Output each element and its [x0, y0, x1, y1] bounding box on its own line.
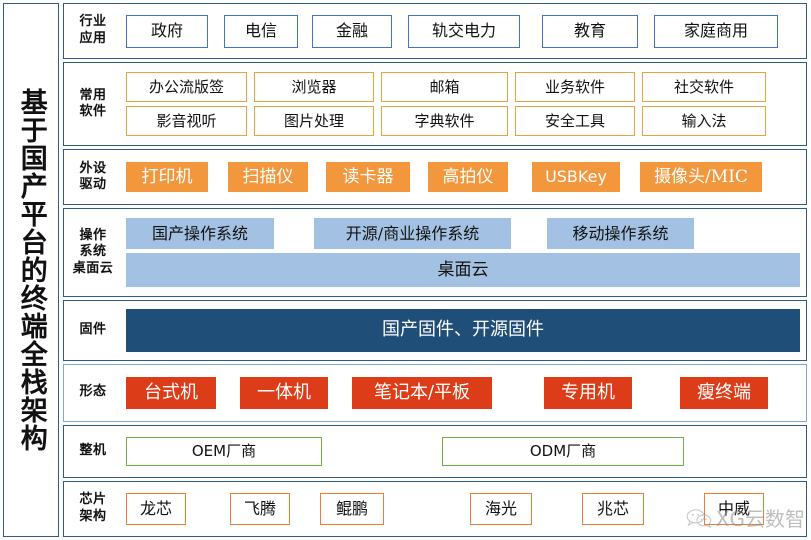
os-item-0[interactable]: 国产操作系统 — [126, 218, 274, 249]
band-body-peripheral: 打印机 扫描仪 读卡器 高拍仪 USBKey 摄像头/MIC — [120, 162, 806, 193]
chip-item-4[interactable]: 兆芯 — [582, 492, 644, 525]
band-form-factor: 形态 台式机 一体机 笔记本/平板 专用机 瘦终端 — [63, 363, 807, 422]
band-body-software: 办公流版签 浏览器 邮箱 业务软件 社交软件 影音视听 图片处理 字典软件 安全… — [120, 72, 806, 137]
software-item-1[interactable]: 浏览器 — [254, 72, 374, 103]
band-row: OEM厂商 ODM厂商 — [120, 436, 800, 466]
band-label-line1: 固件 — [79, 321, 107, 337]
band-row: 国产固件、开源固件 — [120, 308, 800, 352]
form-item-1[interactable]: 一体机 — [240, 376, 328, 409]
band-label-line2: 系统 — [79, 244, 107, 260]
chip-item-2[interactable]: 鲲鹏 — [320, 492, 384, 525]
industry-item-4[interactable]: 教育 — [542, 14, 638, 48]
software-item-8[interactable]: 安全工具 — [515, 106, 635, 137]
software-item-0[interactable]: 办公流版签 — [126, 72, 247, 103]
band-row: 桌面云 — [120, 253, 800, 287]
form-item-0[interactable]: 台式机 — [126, 376, 216, 409]
band-label-peripheral: 外设 驱动 — [64, 161, 120, 194]
band-label-line1: 操作 — [79, 227, 107, 243]
band-label-chip: 芯片 架构 — [64, 492, 120, 525]
band-label-form: 形态 — [64, 384, 120, 401]
band-label-line2: 驱动 — [79, 177, 107, 193]
software-item-5[interactable]: 影音视听 — [126, 106, 247, 137]
band-body-os: 国产操作系统 开源/商业操作系统 移动操作系统 桌面云 — [120, 218, 806, 287]
band-whole-machine: 整机 OEM厂商 ODM厂商 — [63, 424, 807, 478]
software-item-3[interactable]: 业务软件 — [515, 72, 635, 103]
band-row: 政府 电信 金融 轨交电力 教育 家庭商用 — [120, 14, 800, 48]
industry-item-0[interactable]: 政府 — [126, 14, 208, 48]
band-operating-system: 操作 系统 桌面云 国产操作系统 开源/商业操作系统 移动操作系统 桌面云 — [63, 208, 807, 297]
band-label-line1: 外设 — [79, 160, 107, 176]
industry-item-2[interactable]: 金融 — [312, 14, 392, 48]
band-label-line1: 形态 — [79, 384, 107, 400]
peripheral-item-5[interactable]: 摄像头/MIC — [640, 162, 762, 193]
software-item-6[interactable]: 图片处理 — [254, 106, 374, 137]
band-industry-applications: 行业 应用 政府 电信 金融 轨交电力 教育 家庭商用 — [63, 3, 807, 60]
band-firmware: 固件 国产固件、开源固件 — [63, 299, 807, 361]
layer-stack: 行业 应用 政府 电信 金融 轨交电力 教育 家庭商用 常用 软件 — [63, 3, 807, 537]
band-row: 打印机 扫描仪 读卡器 高拍仪 USBKey 摄像头/MIC — [120, 162, 800, 193]
band-label-line2: 软件 — [79, 104, 107, 120]
band-label-line1: 常用 — [79, 87, 107, 103]
band-chip-architecture: 芯片 架构 龙芯 飞腾 鲲鹏 海光 兆芯 中威 — [63, 480, 807, 537]
industry-item-3[interactable]: 轨交电力 — [408, 14, 520, 48]
os-item-2[interactable]: 移动操作系统 — [547, 218, 694, 249]
band-row: 办公流版签 浏览器 邮箱 业务软件 社交软件 — [120, 72, 800, 103]
band-row: 影音视听 图片处理 字典软件 安全工具 输入法 — [120, 106, 800, 137]
industry-item-5[interactable]: 家庭商用 — [654, 14, 778, 48]
band-label-line1: 行业 — [79, 14, 107, 30]
band-label-os: 操作 系统 桌面云 — [64, 228, 120, 278]
band-row: 国产操作系统 开源/商业操作系统 移动操作系统 — [120, 218, 800, 249]
peripheral-item-1[interactable]: 扫描仪 — [228, 162, 308, 193]
band-label-firmware: 固件 — [64, 322, 120, 339]
band-label-industry: 行业 应用 — [64, 14, 120, 47]
whole-machine-item-0[interactable]: OEM厂商 — [126, 436, 322, 466]
band-body-firmware: 国产固件、开源固件 — [120, 308, 806, 352]
form-item-4[interactable]: 瘦终端 — [680, 376, 768, 409]
chip-item-5[interactable]: 中威 — [704, 492, 764, 525]
chip-item-0[interactable]: 龙芯 — [126, 492, 186, 525]
band-label-line1: 芯片 — [79, 492, 107, 508]
os-desktop-cloud[interactable]: 桌面云 — [126, 253, 800, 287]
software-item-7[interactable]: 字典软件 — [381, 106, 508, 137]
peripheral-item-4[interactable]: USBKey — [532, 162, 620, 193]
chip-item-3[interactable]: 海光 — [470, 492, 532, 525]
peripheral-item-3[interactable]: 高拍仪 — [428, 162, 508, 193]
band-body-industry: 政府 电信 金融 轨交电力 教育 家庭商用 — [120, 14, 806, 48]
form-item-3[interactable]: 专用机 — [544, 376, 632, 409]
band-label-line2: 架构 — [79, 508, 107, 524]
industry-item-1[interactable]: 电信 — [224, 14, 298, 48]
band-label-line3: 桌面云 — [72, 260, 114, 276]
chip-item-1[interactable]: 飞腾 — [230, 492, 290, 525]
peripheral-item-2[interactable]: 读卡器 — [326, 162, 410, 193]
software-item-2[interactable]: 邮箱 — [381, 72, 508, 103]
band-row: 台式机 一体机 笔记本/平板 专用机 瘦终端 — [120, 376, 800, 409]
band-peripheral-drivers: 外设 驱动 打印机 扫描仪 读卡器 高拍仪 USBKey 摄像头/MIC — [63, 149, 807, 206]
page-title: 基于国产平台的终端全栈架构 — [15, 88, 47, 452]
band-label-line2: 应用 — [79, 31, 107, 47]
whole-machine-item-1[interactable]: ODM厂商 — [442, 436, 684, 466]
firmware-item-0[interactable]: 国产固件、开源固件 — [126, 308, 800, 352]
vertical-title-panel: 基于国产平台的终端全栈架构 — [3, 3, 59, 537]
band-body-whole: OEM厂商 ODM厂商 — [120, 436, 806, 466]
os-item-1[interactable]: 开源/商业操作系统 — [314, 218, 511, 249]
peripheral-item-0[interactable]: 打印机 — [126, 162, 208, 193]
software-item-9[interactable]: 输入法 — [642, 106, 766, 137]
band-label-whole: 整机 — [64, 443, 120, 460]
band-body-chip: 龙芯 飞腾 鲲鹏 海光 兆芯 中威 — [120, 492, 806, 525]
form-item-2[interactable]: 笔记本/平板 — [352, 376, 492, 409]
band-label-software: 常用 软件 — [64, 88, 120, 121]
band-row: 龙芯 飞腾 鲲鹏 海光 兆芯 中威 — [120, 492, 800, 525]
software-item-4[interactable]: 社交软件 — [642, 72, 766, 103]
band-body-form: 台式机 一体机 笔记本/平板 专用机 瘦终端 — [120, 376, 806, 409]
band-label-line1: 整机 — [79, 442, 107, 458]
band-common-software: 常用 软件 办公流版签 浏览器 邮箱 业务软件 社交软件 影音视听 图片处理 字… — [63, 62, 807, 147]
